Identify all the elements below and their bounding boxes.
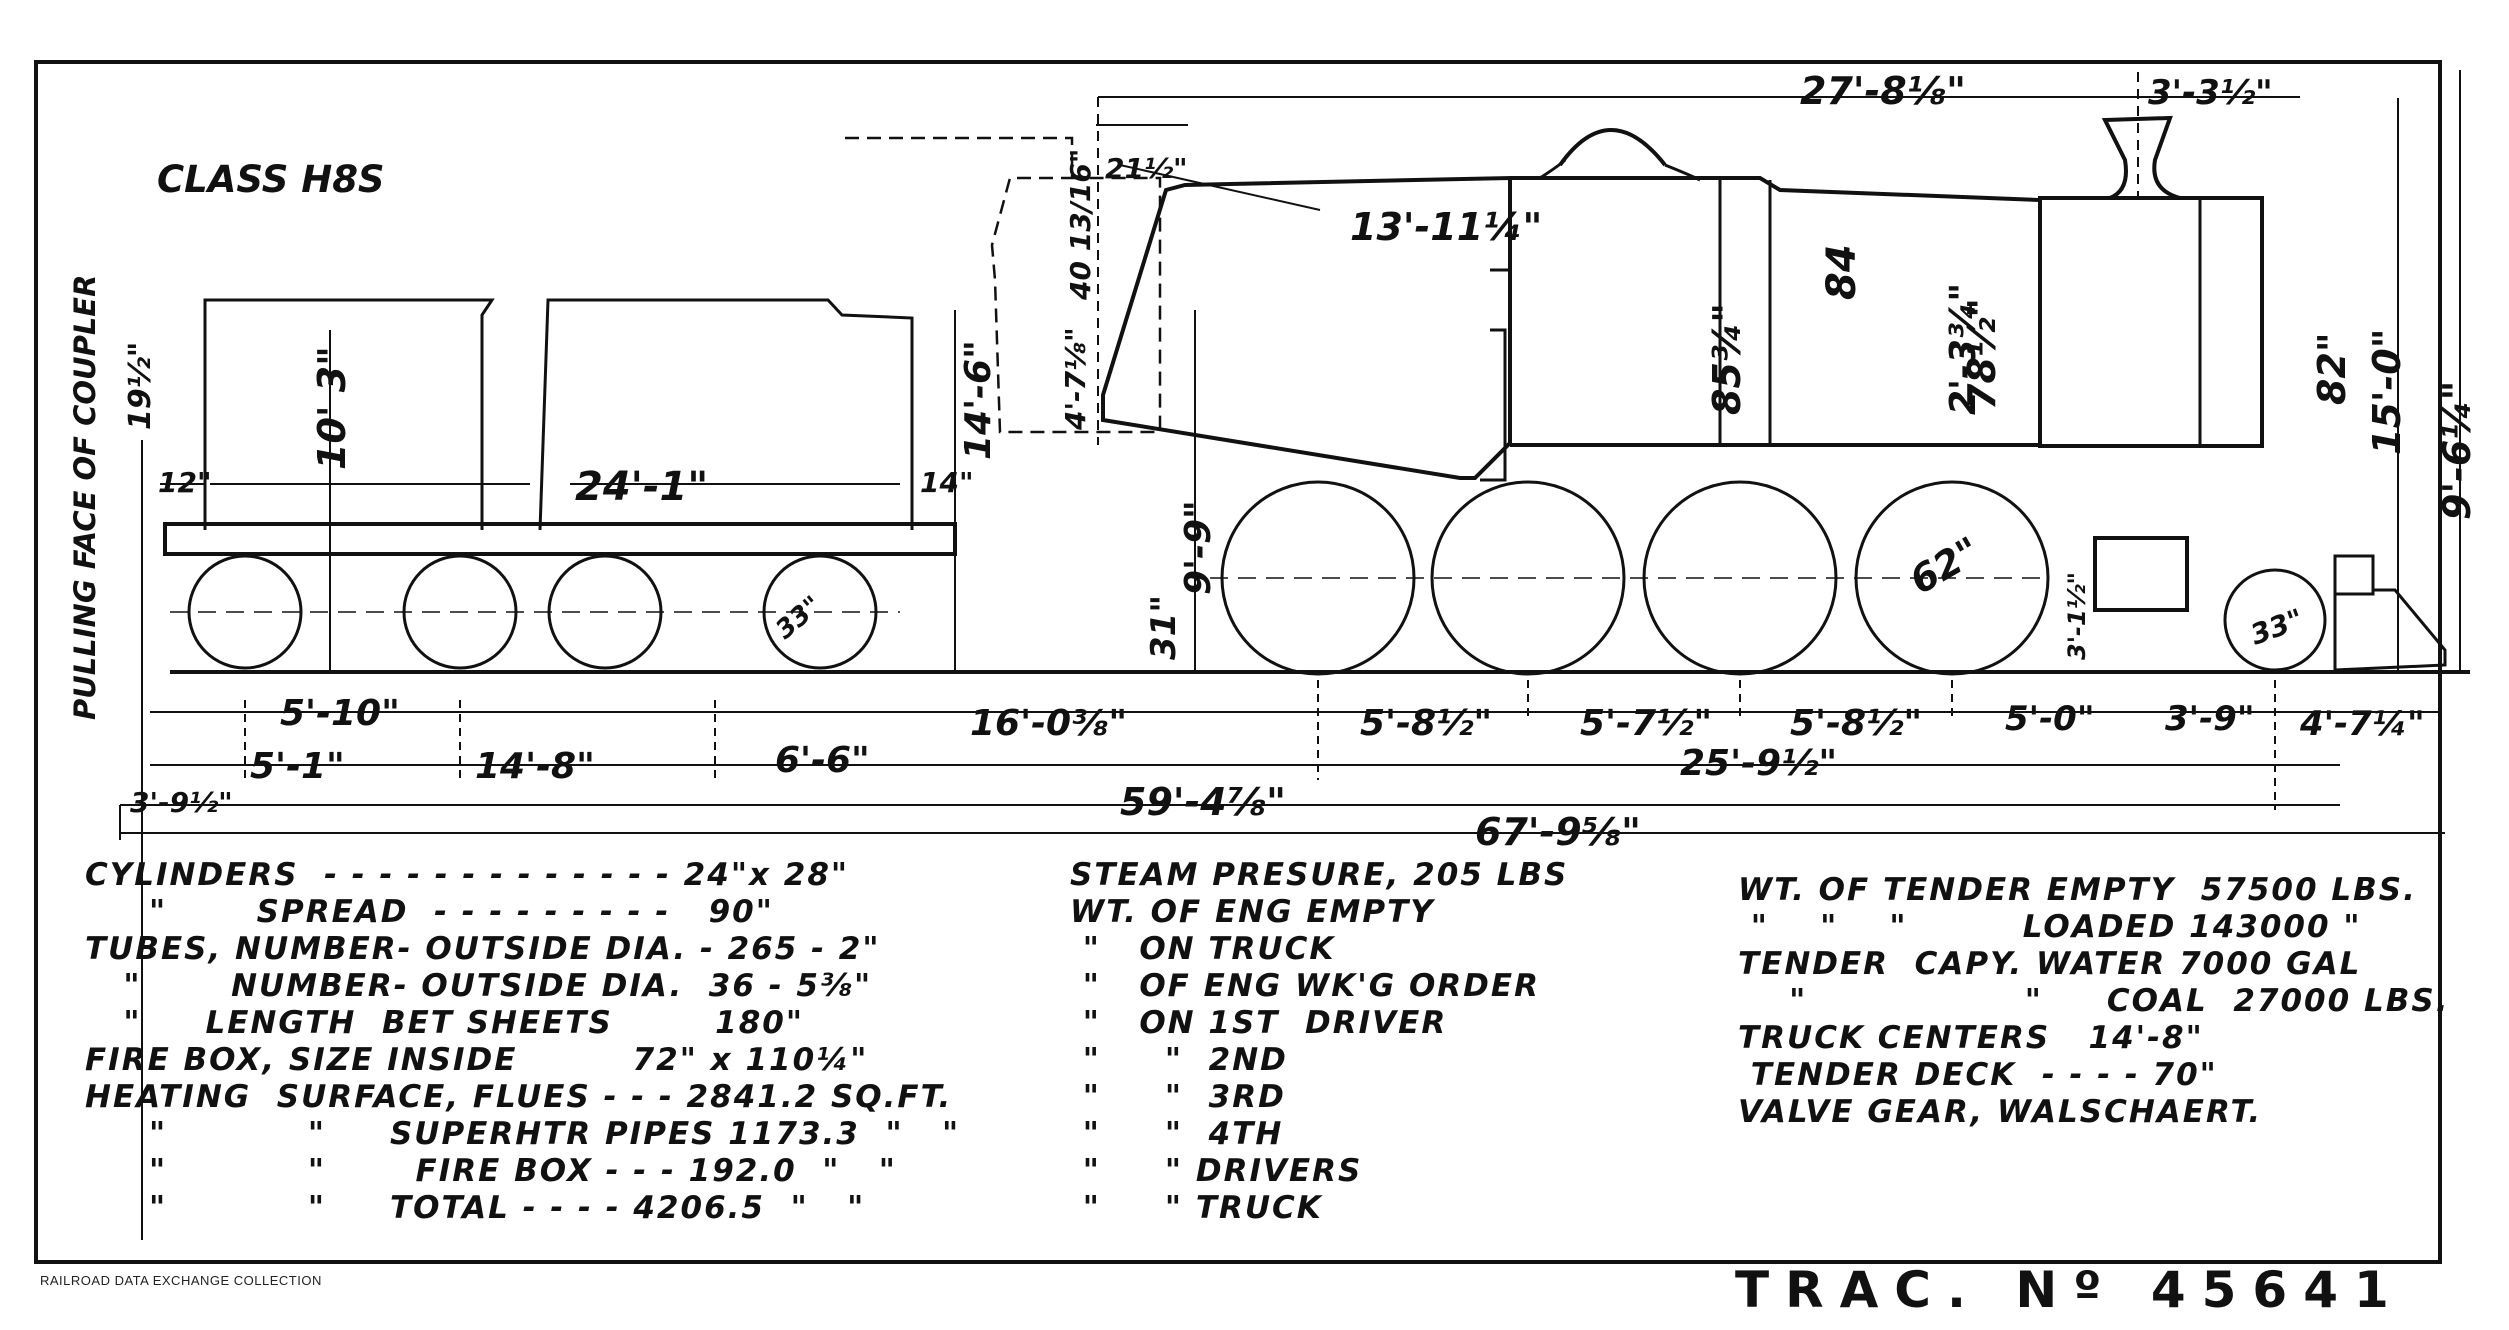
dim-height-9: 9'-6¼": [2435, 381, 2479, 520]
dimension-lines: [119, 70, 2461, 1240]
dim-total-wb: 59'-4⅞": [1120, 780, 1286, 824]
dim-pilot-3: 3'-1½": [2063, 572, 2091, 660]
class-label: CLASS H8S: [157, 158, 385, 201]
dim-boiler-dia: 84: [1819, 244, 1865, 300]
spec-left-0: CYLINDERS - - - - - - - - - - - - - 24"x…: [85, 857, 850, 893]
dim-tender-wb-510: 5'-10": [280, 693, 400, 734]
dim-smokebox: 2'-3¾": [1943, 283, 1984, 415]
spec-left-6: HEATING SURFACE, FLUES - - - 2841.2 SQ.F…: [85, 1079, 953, 1115]
dim-firebox-length: 13'-11¼": [1350, 205, 1542, 249]
dim-cyl-centre: 9'-9": [1178, 500, 1219, 595]
dim-engine-wb: 25'-9½": [1680, 743, 1837, 784]
spec-right-0: WT. OF TENDER EMPTY 57500 LBS.: [1738, 872, 2417, 908]
dim-cab-height: 40 13/16": [1064, 149, 1097, 301]
spec-mid-5: " " 2ND: [1070, 1042, 1288, 1078]
spec-left-4: " LENGTH BET SHEETS 180": [85, 1005, 804, 1041]
dim-boiler-82: 82": [2310, 332, 2354, 405]
spec-right-1: " " " LOADED 143000 ": [1738, 909, 2362, 945]
spec-left-8: " " FIRE BOX - - - 192.0 " ": [85, 1153, 897, 1189]
spec-mid-4: " ON 1ST DRIVER: [1070, 1005, 1448, 1041]
dim-overall-395: 3'-9½": [130, 786, 233, 819]
spec-left-1: " SPREAD - - - - - - - - - 90": [85, 894, 774, 930]
coupler-label: PULLING FACE OF COUPLER: [68, 275, 102, 720]
spec-mid-6: " " 3RD: [1070, 1079, 1286, 1115]
dim-dome-height: 85¾": [1705, 303, 1749, 415]
dim-tender-14: 14": [920, 466, 974, 499]
spec-mid-0: STEAM PRESURE, 205 LBS: [1070, 857, 1569, 893]
spec-left-5: FIRE BOX, SIZE INSIDE 72" x 110¼": [85, 1042, 869, 1078]
dim-cab-window: 4'-7⅛": [1059, 327, 1092, 431]
spec-right-4: TRUCK CENTERS 14'-8": [1738, 1020, 2204, 1056]
spec-left-7: " " SUPERHTR PIPES 1173.3 " ": [85, 1116, 961, 1152]
dim-drv-1: 5'-8½": [1360, 703, 1492, 744]
dim-tender-total-height: 14'-6": [958, 340, 999, 460]
dim-driver-dia: 62": [1903, 528, 1988, 602]
dim-overall: 67'-9⅝": [1475, 810, 1641, 854]
dim-drv-2: 5'-7½": [1580, 703, 1712, 744]
spec-left-2: TUBES, NUMBER- OUTSIDE DIA. - 265 - 2": [85, 931, 881, 967]
spec-right-3: " " COAL 27000 LBS.: [1738, 983, 2450, 1019]
dim-wheel-33-tender: 33": [770, 590, 827, 645]
dim-drv-3: 5'-8½": [1790, 703, 1922, 744]
dim-drv-5: 3'-9": [2165, 699, 2255, 739]
dim-height-15: 15'-0": [2365, 328, 2409, 455]
dim-tender-wb-66: 6'-6": [775, 740, 870, 781]
spec-mid-8: " " DRIVERS: [1070, 1153, 1363, 1189]
spec-right-2: TENDER CAPY. WATER 7000 GAL: [1738, 946, 2362, 982]
spec-mid-2: " ON TRUCK: [1070, 931, 1336, 967]
dim-drv-4: 5'-0": [2005, 699, 2095, 739]
dim-wheel-33-pilot: 33": [2246, 602, 2308, 651]
cab-outline: [845, 136, 1162, 434]
dim-tender-height: 10' 3": [310, 346, 354, 470]
dim-boiler-mid: 78½": [1960, 298, 2004, 410]
dim-drv-6: 4'-7¼": [2299, 704, 2425, 744]
spec-right-5: TENDER DECK - - - - 70": [1738, 1057, 2218, 1093]
dim-tender-wb-148: 14'-8": [475, 746, 595, 787]
spec-mid-1: WT. OF ENG EMPTY: [1070, 894, 1435, 930]
dim-tender-wb-51: 5'-1": [250, 746, 345, 787]
collection-note: RAILROAD DATA EXCHANGE COLLECTION: [40, 1273, 322, 1288]
dim-tender-length: 24'-1": [575, 464, 708, 510]
dim-coupler-19: 19½": [123, 342, 158, 430]
dim-boiler-length: 27'-8⅛": [1800, 69, 1966, 113]
spec-mid-3: " OF ENG WK'G ORDER: [1070, 968, 1540, 1004]
tender: [163, 298, 957, 670]
locomotive-engine: [1101, 115, 2447, 676]
dim-tender-12: 12": [158, 466, 212, 499]
spec-mid-9: " " TRUCK: [1070, 1190, 1323, 1226]
dim-gap-1603: 16'-0⅜": [970, 703, 1127, 744]
spec-mid-7: " " 4TH: [1070, 1116, 1284, 1152]
spec-left-9: " " TOTAL - - - - 4206.5 " ": [85, 1190, 866, 1226]
spec-right-6: VALVE GEAR, WALSCHAERT.: [1738, 1094, 2263, 1130]
dim-cab-offset: 21½": [1105, 152, 1188, 185]
drawing-border: [34, 60, 2442, 1264]
tracing-number: TRAC. Nº 45641: [1735, 1261, 2405, 1319]
dim-stack-offset: 3'-3½": [2148, 73, 2273, 113]
spec-left-3: " NUMBER- OUTSIDE DIA. 36 - 5⅜": [85, 968, 873, 1004]
dim-axle-31: 31": [1144, 595, 1184, 660]
